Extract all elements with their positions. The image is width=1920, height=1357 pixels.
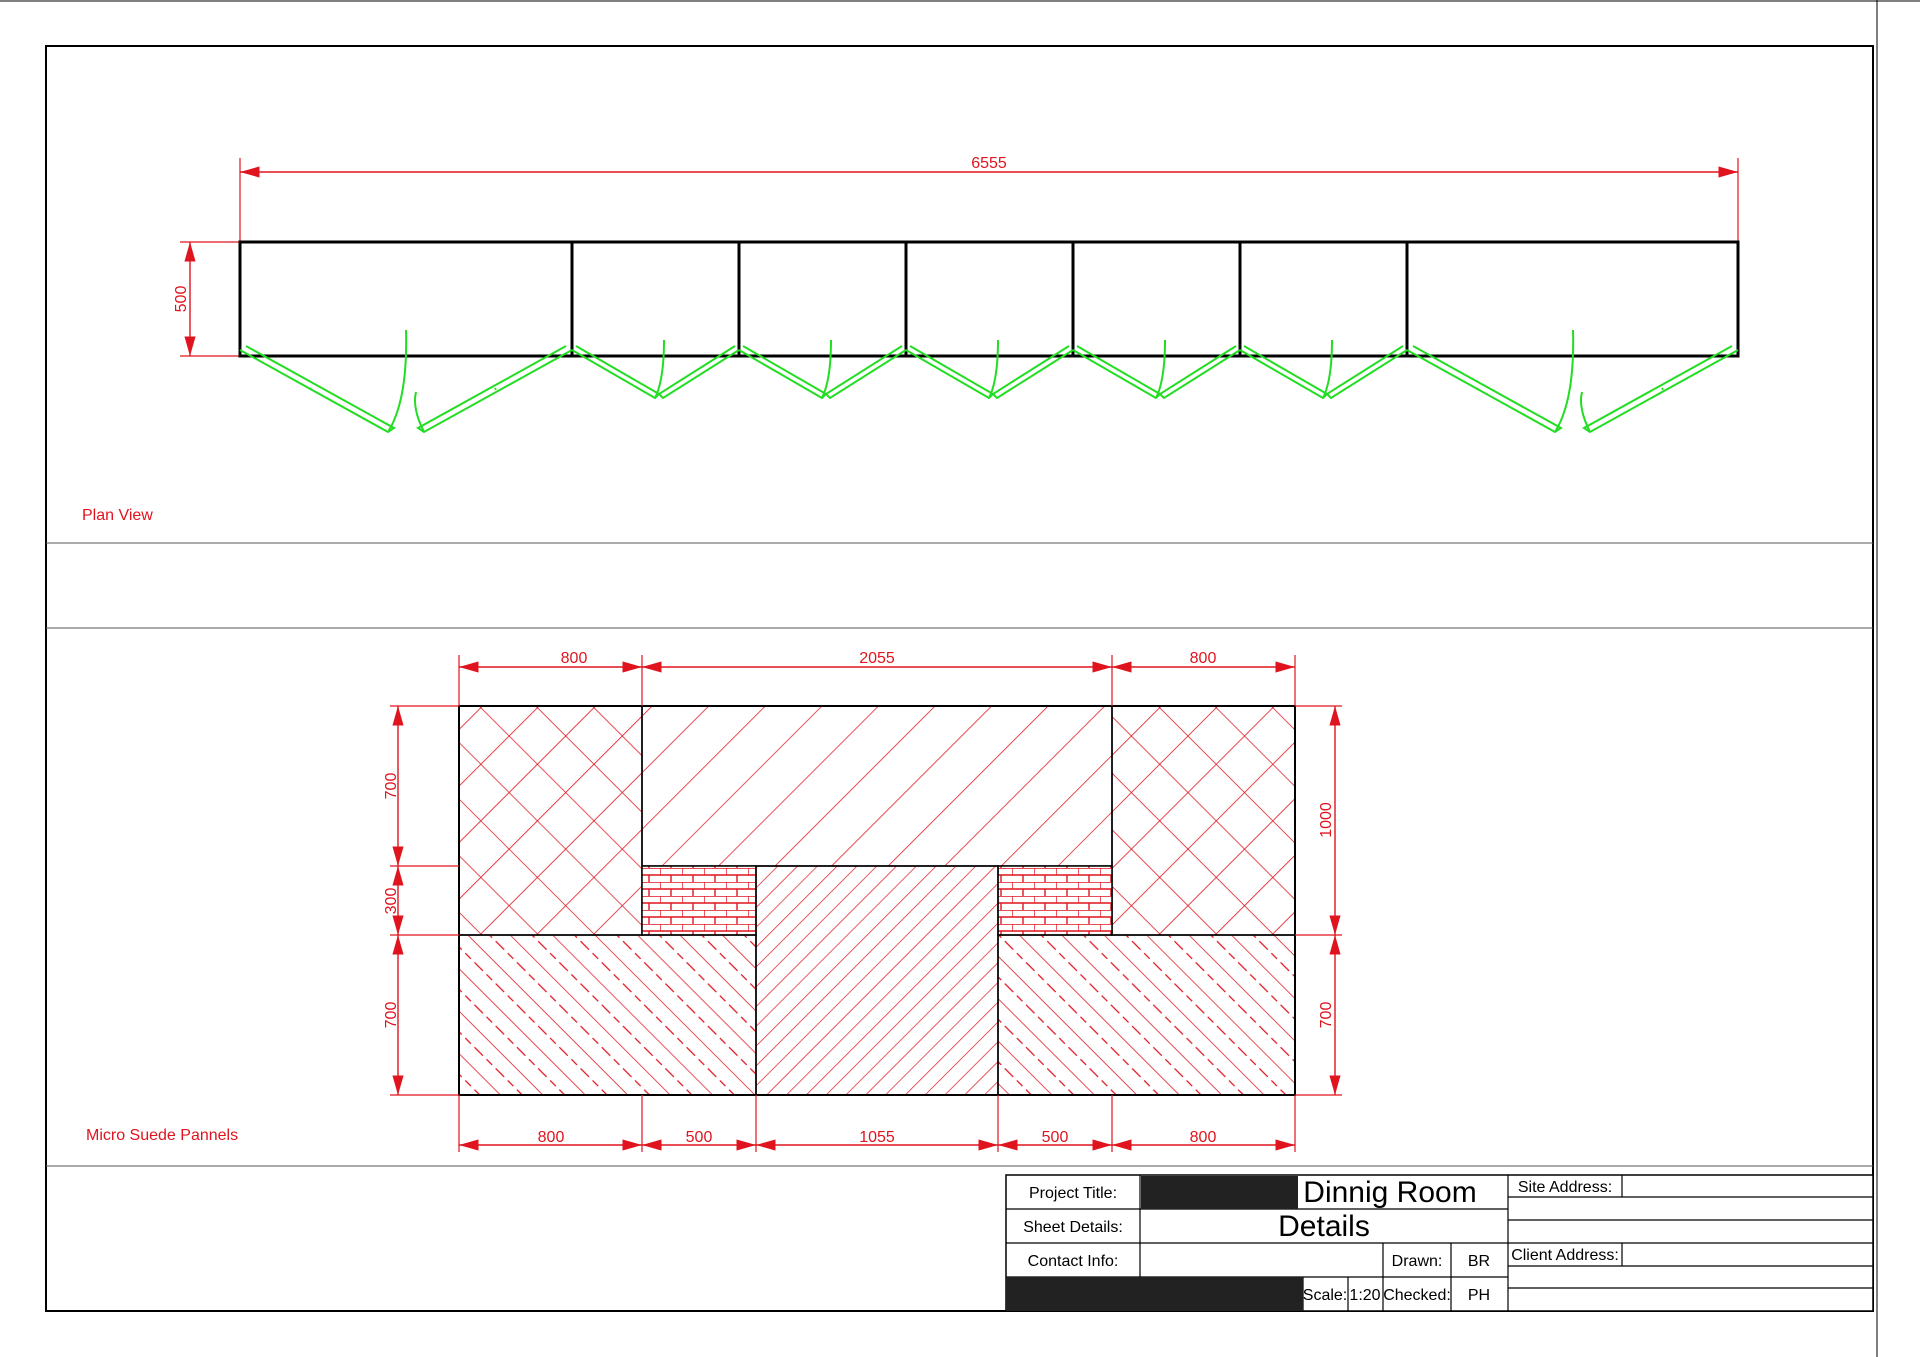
bottom-dim-3: 1055 — [859, 1129, 895, 1146]
checked-value: PH — [1468, 1287, 1490, 1304]
right-dim-2: 700 — [1318, 1002, 1335, 1029]
panel-top-left — [458, 705, 643, 936]
top-dim-3: 800 — [1190, 650, 1217, 667]
top-dim-2: 2055 — [859, 650, 895, 667]
scale-value: 1:20 — [1349, 1287, 1380, 1304]
plan-depth-dimension: 500 — [173, 241, 240, 357]
right-dim-1: 1000 — [1318, 802, 1335, 838]
client-address-label: Client Address: — [1511, 1247, 1619, 1264]
project-title-label: Project Title: — [1029, 1185, 1117, 1202]
plan-width-label: 6555 — [971, 155, 1007, 172]
redacted-block — [1006, 1277, 1303, 1311]
scale-label: Scale: — [1303, 1287, 1347, 1304]
elevation-left-dimensions — [390, 705, 459, 1096]
plan-view: 6555 500 — [82, 155, 1740, 524]
left-dim-2: 300 — [383, 888, 400, 915]
bottom-dim-4: 500 — [1042, 1129, 1069, 1146]
title-block: Project Title: Dinnig Room Sheet Details… — [1005, 1174, 1874, 1312]
panel-brick-right — [997, 865, 1113, 936]
plan-depth-label: 500 — [173, 286, 190, 313]
plan-view-label: Plan View — [82, 507, 153, 524]
sheet-details-label: Sheet Details: — [1023, 1219, 1123, 1236]
contact-info-label: Contact Info: — [1028, 1253, 1119, 1270]
panel-brick-left — [641, 865, 757, 936]
panel-bottom-right — [997, 934, 1296, 1096]
bottom-dim-1: 800 — [538, 1129, 565, 1146]
panel-bottom-left — [458, 934, 757, 1096]
elevation-view: 800 2055 800 800 500 1055 500 800 — [86, 650, 1342, 1152]
elevation-top-dimensions — [458, 655, 1296, 706]
drawn-label: Drawn: — [1392, 1253, 1443, 1270]
plan-door-swings — [239, 329, 1739, 434]
sheet-details-value: Details — [1278, 1210, 1370, 1243]
redacted-block — [1141, 1176, 1298, 1209]
project-title-value: Dinnig Room — [1303, 1176, 1476, 1209]
elevation-panels — [458, 705, 1296, 1096]
drawn-value: BR — [1468, 1253, 1490, 1270]
left-dim-3: 700 — [383, 1002, 400, 1029]
left-dim-1: 700 — [383, 773, 400, 800]
panel-top-right — [1111, 705, 1296, 936]
plan-width-dimension: 6555 — [239, 155, 1739, 242]
bottom-dim-2: 500 — [686, 1129, 713, 1146]
elevation-right-dimensions — [1295, 705, 1342, 1096]
bottom-dim-5: 800 — [1190, 1129, 1217, 1146]
panel-center-dense — [755, 865, 999, 1096]
plan-cabinet-outline — [238, 240, 1740, 358]
site-address-label: Site Address: — [1518, 1179, 1612, 1196]
elevation-bottom-dimensions — [458, 1095, 1296, 1152]
elevation-label: Micro Suede Pannels — [86, 1127, 238, 1144]
top-dim-1: 800 — [561, 650, 588, 667]
panel-top-center — [641, 705, 1113, 867]
checked-label: Checked: — [1383, 1287, 1451, 1304]
